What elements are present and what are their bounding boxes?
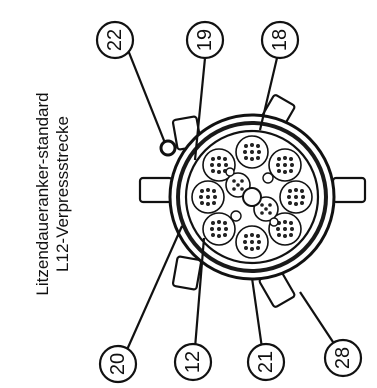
callout-12: 12 (173, 342, 213, 382)
strand-wires (199, 143, 305, 251)
callout-28: 28 (323, 338, 363, 378)
title-line-2: L12-Verpressstrecke (53, 116, 72, 272)
callout-21-label: 21 (255, 351, 277, 373)
callout-19-label: 19 (194, 29, 216, 51)
callout-18-label: 18 (269, 29, 291, 51)
callout-18: 18 (260, 20, 300, 60)
callout-21: 21 (246, 342, 286, 382)
callout-19: 19 (185, 20, 225, 60)
central-tube (242, 187, 262, 207)
callout-12-label: 12 (182, 351, 204, 373)
title-line-1: Litzendaueranker-standard (33, 92, 52, 295)
leader-lines (124, 49, 334, 353)
callout-22: 22 (95, 20, 135, 60)
callout-20: 20 (98, 344, 138, 384)
callout-22-label: 22 (104, 29, 126, 51)
vent-ring (159, 139, 177, 157)
callout-28-label: 28 (332, 347, 354, 369)
diagram-title: Litzendaueranker-standard L12-Verpressst… (33, 92, 72, 295)
callout-20-label: 20 (107, 353, 129, 375)
grout-holes (225, 167, 279, 227)
